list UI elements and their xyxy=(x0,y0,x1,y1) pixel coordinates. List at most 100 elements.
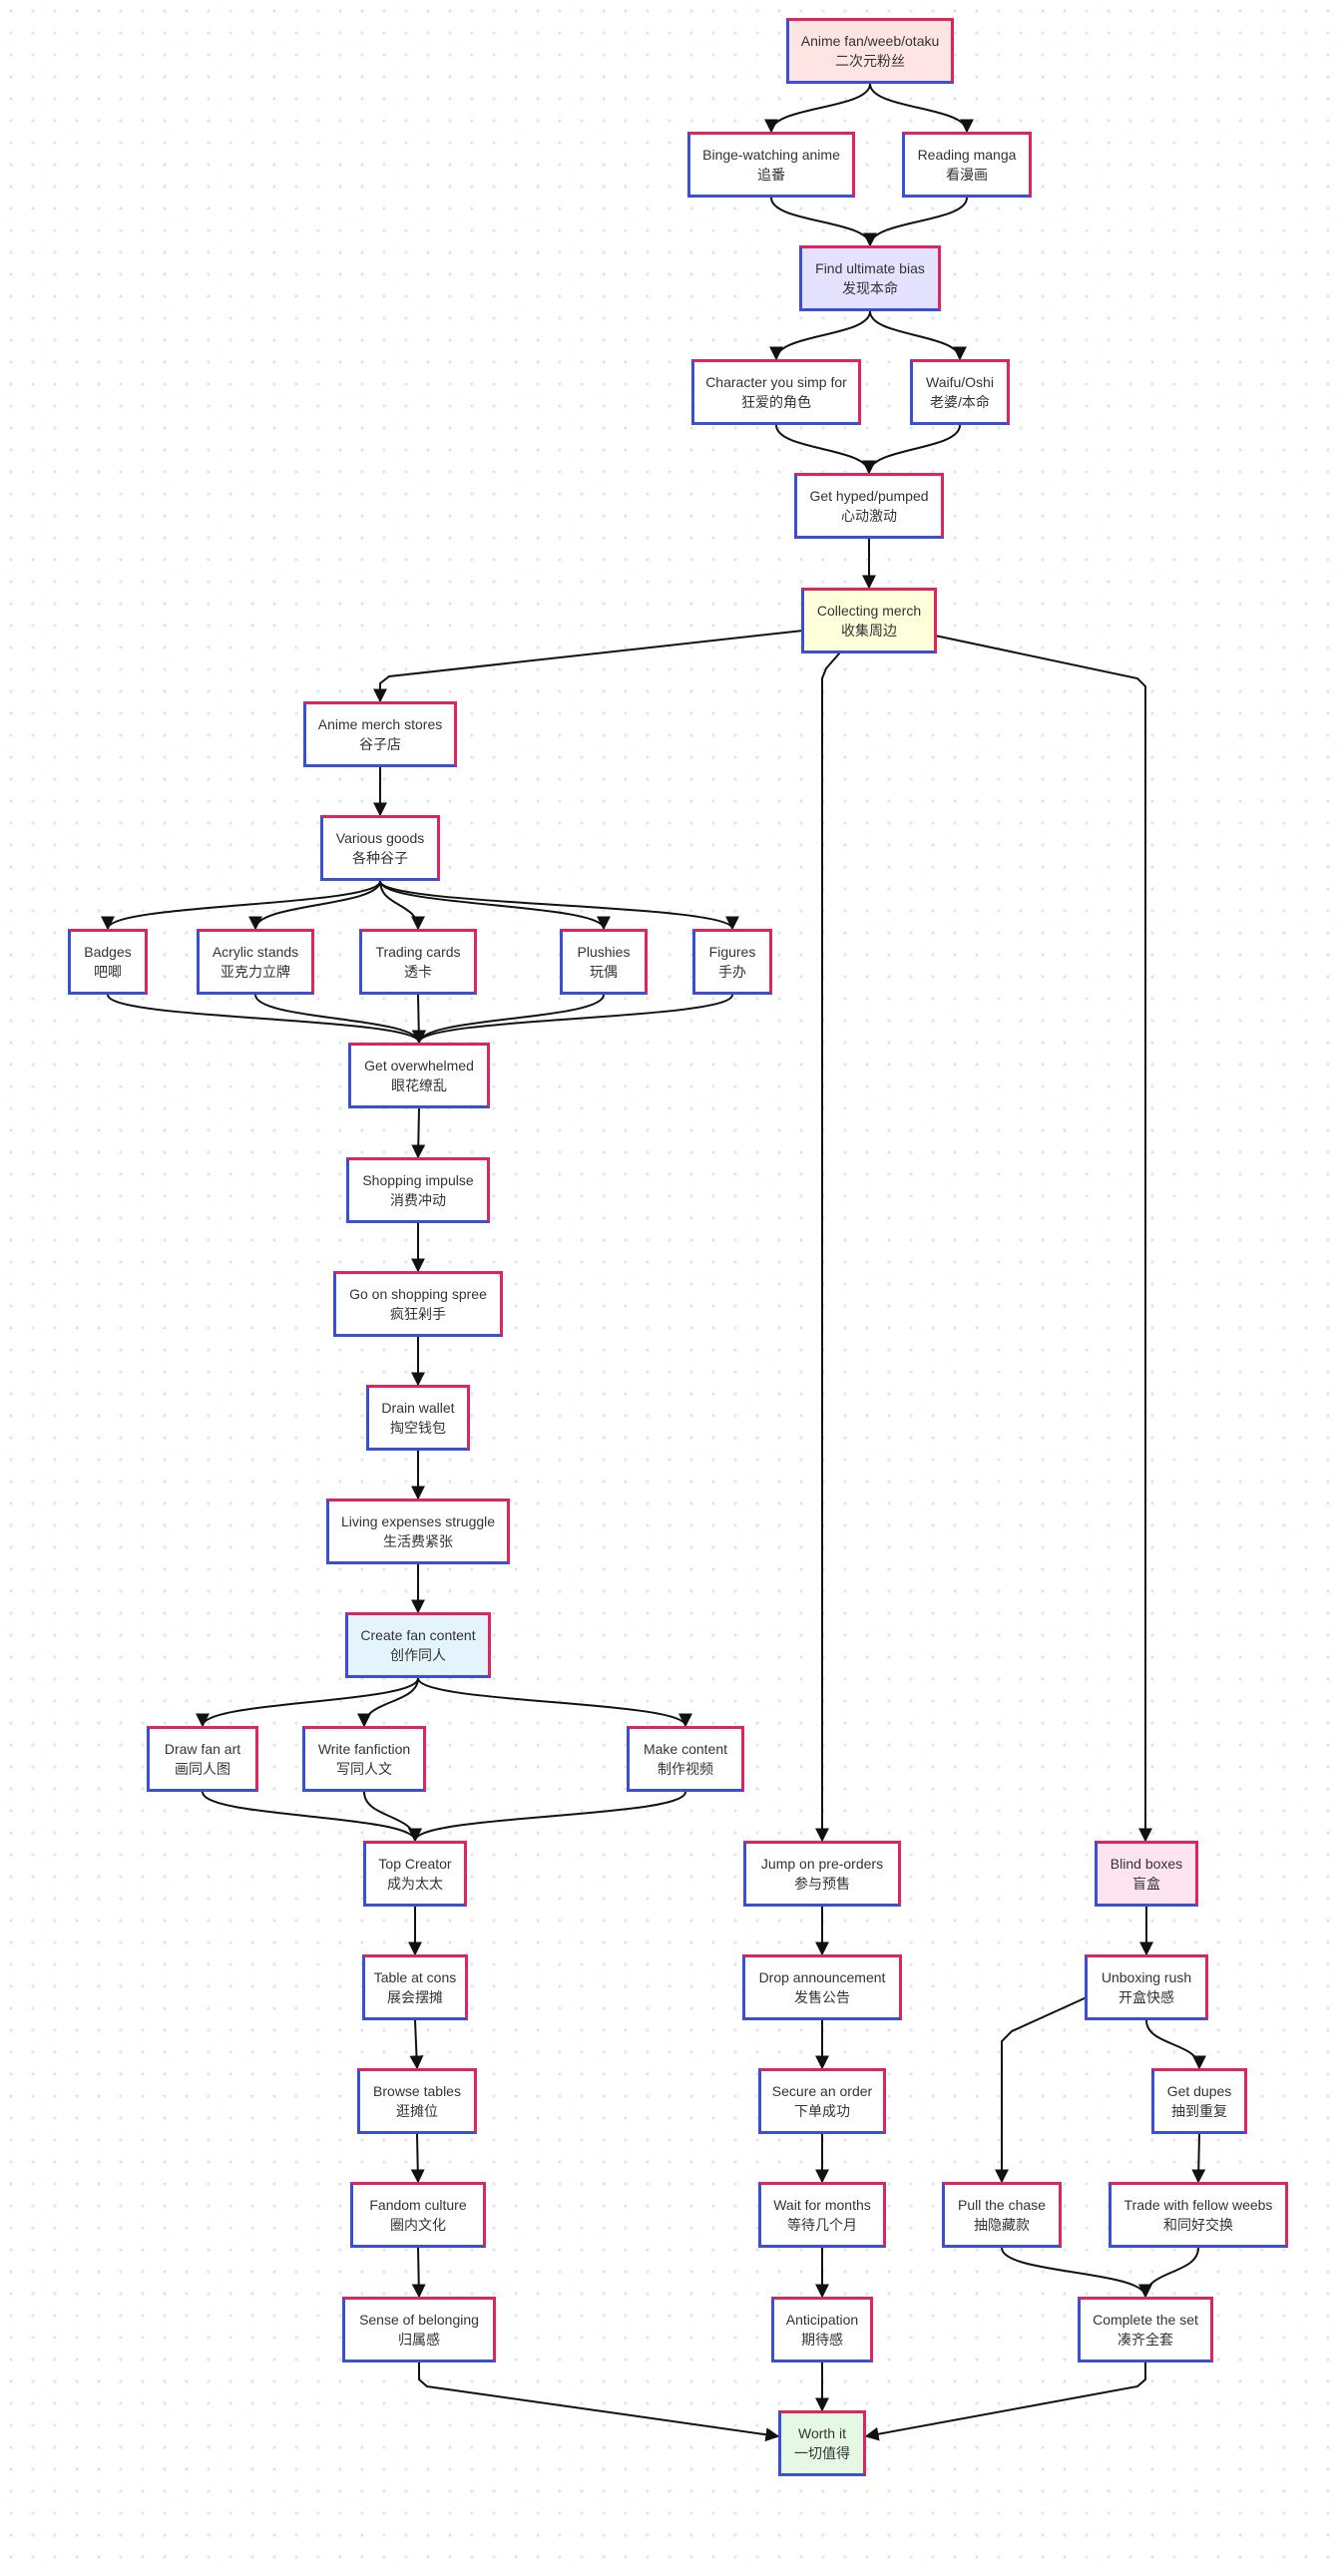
node-label-en: Get hyped/pumped xyxy=(809,488,929,504)
flow-node-top: Top Creator 成为太太 xyxy=(363,1841,467,1907)
node-label-zh: 吧唧 xyxy=(94,964,122,980)
node-label-en: Complete the set xyxy=(1093,2312,1198,2328)
node-label-en: Anime fan/weeb/otaku xyxy=(800,33,940,49)
node-label-zh: 抽到重复 xyxy=(1171,2103,1227,2119)
edge-goods-to-acrylic xyxy=(248,880,381,931)
edge-simp-to-hyped xyxy=(775,424,876,475)
flow-node-overwhelm: Get overwhelmed 眼花缭乱 xyxy=(348,1043,490,1108)
edge-binge-to-bias xyxy=(770,197,877,247)
edge-manga-to-bias xyxy=(863,197,968,247)
node-label-zh: 各种谷子 xyxy=(352,850,408,866)
node-label-en: Anime merch stores xyxy=(317,716,443,732)
node-label-en: Table at cons xyxy=(373,1969,457,1985)
node-label-en: Write fanfiction xyxy=(317,1741,411,1757)
edge-fandom-to-belong xyxy=(411,2247,426,2299)
edge-collect-to-stores xyxy=(373,630,804,703)
node-label-zh: 开盒快感 xyxy=(1119,1989,1174,2005)
node-label-zh: 掏空钱包 xyxy=(390,1420,446,1436)
edge-chase-to-complete xyxy=(1001,2247,1152,2299)
edge-fan-to-manga xyxy=(869,83,974,134)
node-label-zh: 疯狂剁手 xyxy=(390,1306,446,1322)
node-label-en: Wait for months xyxy=(773,2197,871,2213)
flow-node-draw: Draw fan art 画同人图 xyxy=(147,1726,258,1792)
flow-node-spree: Go on shopping spree 疯狂剁手 xyxy=(333,1271,503,1337)
edge-table-to-browse xyxy=(409,2019,424,2070)
node-label-en: Various goods xyxy=(335,830,425,846)
node-label-zh: 展会摆摊 xyxy=(387,1989,443,2005)
node-label-zh: 归属感 xyxy=(398,2332,440,2348)
node-label-zh: 等待几个月 xyxy=(787,2217,857,2233)
node-label-zh: 抽隐藏款 xyxy=(974,2217,1030,2233)
edge-bias-to-waifu xyxy=(869,310,967,361)
edge-create-to-fic xyxy=(357,1677,419,1728)
edge-bias-to-simp xyxy=(769,310,871,361)
edge-badges-to-overwhelm xyxy=(107,994,426,1045)
node-label-zh: 玩偶 xyxy=(590,964,618,980)
node-label-en: Trading cards xyxy=(375,944,461,960)
node-label-en: Sense of belonging xyxy=(359,2312,479,2328)
edge-trade-to-complete xyxy=(1138,2247,1199,2299)
node-label-zh: 一切值得 xyxy=(794,2445,850,2461)
node-label-en: Unboxing rush xyxy=(1101,1969,1192,1985)
node-label-en: Go on shopping spree xyxy=(349,1286,487,1302)
node-label-zh: 二次元粉丝 xyxy=(835,53,905,69)
flow-node-fan: Anime fan/weeb/otaku 二次元粉丝 xyxy=(786,18,954,84)
node-label-en: Create fan content xyxy=(360,1627,476,1643)
node-label-zh: 画同人图 xyxy=(175,1761,230,1777)
flow-node-goods: Various goods 各种谷子 xyxy=(320,815,440,881)
node-label-en: Fandom culture xyxy=(369,2197,467,2213)
edge-goods-to-badges xyxy=(101,880,381,931)
node-label-zh: 圈内文化 xyxy=(390,2217,446,2233)
edge-create-to-draw xyxy=(196,1677,419,1728)
node-label-en: Get overwhelmed xyxy=(364,1058,474,1073)
edge-plush-to-overwhelm xyxy=(412,994,605,1045)
node-label-zh: 眼花缭乱 xyxy=(391,1077,447,1093)
node-label-en: Anticipation xyxy=(785,2312,859,2328)
node-label-en: Find ultimate bias xyxy=(815,260,925,276)
node-label-en: Secure an order xyxy=(771,2083,873,2099)
node-label-en: Shopping impulse xyxy=(362,1172,474,1188)
node-label-en: Draw fan art xyxy=(164,1741,241,1757)
node-label-zh: 成为太太 xyxy=(387,1876,443,1892)
flow-node-cards: Trading cards 透卡 xyxy=(359,929,477,995)
flow-node-belong: Sense of belonging 归属感 xyxy=(342,2297,496,2362)
edge-browse-to-fandom xyxy=(410,2133,425,2184)
node-label-zh: 心动激动 xyxy=(841,508,897,524)
node-label-en: Top Creator xyxy=(378,1856,452,1872)
edge-waifu-to-hyped xyxy=(862,424,961,475)
node-label-en: Plushies xyxy=(577,944,631,960)
flow-node-fandom: Fandom culture 圈内文化 xyxy=(350,2182,486,2248)
edge-draw-to-top xyxy=(202,1791,422,1843)
node-label-en: Waifu/Oshi xyxy=(926,374,994,390)
flow-node-create: Create fan content 创作同人 xyxy=(345,1612,491,1678)
edge-belong-to-worth xyxy=(418,2362,780,2442)
node-label-zh: 老婆/本命 xyxy=(930,394,990,410)
edge-unbox-to-chase xyxy=(995,1996,1088,2184)
node-label-zh: 狂爱的角色 xyxy=(741,394,811,410)
flow-node-table: Table at cons 展会摆摊 xyxy=(362,1954,468,2020)
node-label-zh: 发现本命 xyxy=(842,280,898,296)
edge-unbox-to-dupes xyxy=(1145,2019,1206,2070)
node-label-zh: 创作同人 xyxy=(390,1647,446,1663)
node-label-en: Make content xyxy=(643,1741,728,1757)
node-label-en: Binge-watching anime xyxy=(702,147,840,163)
edge-dupes-to-trade xyxy=(1191,2133,1206,2184)
node-label-zh: 看漫画 xyxy=(946,167,988,183)
node-label-en: Acrylic stands xyxy=(212,944,299,960)
node-label-zh: 透卡 xyxy=(404,964,432,980)
